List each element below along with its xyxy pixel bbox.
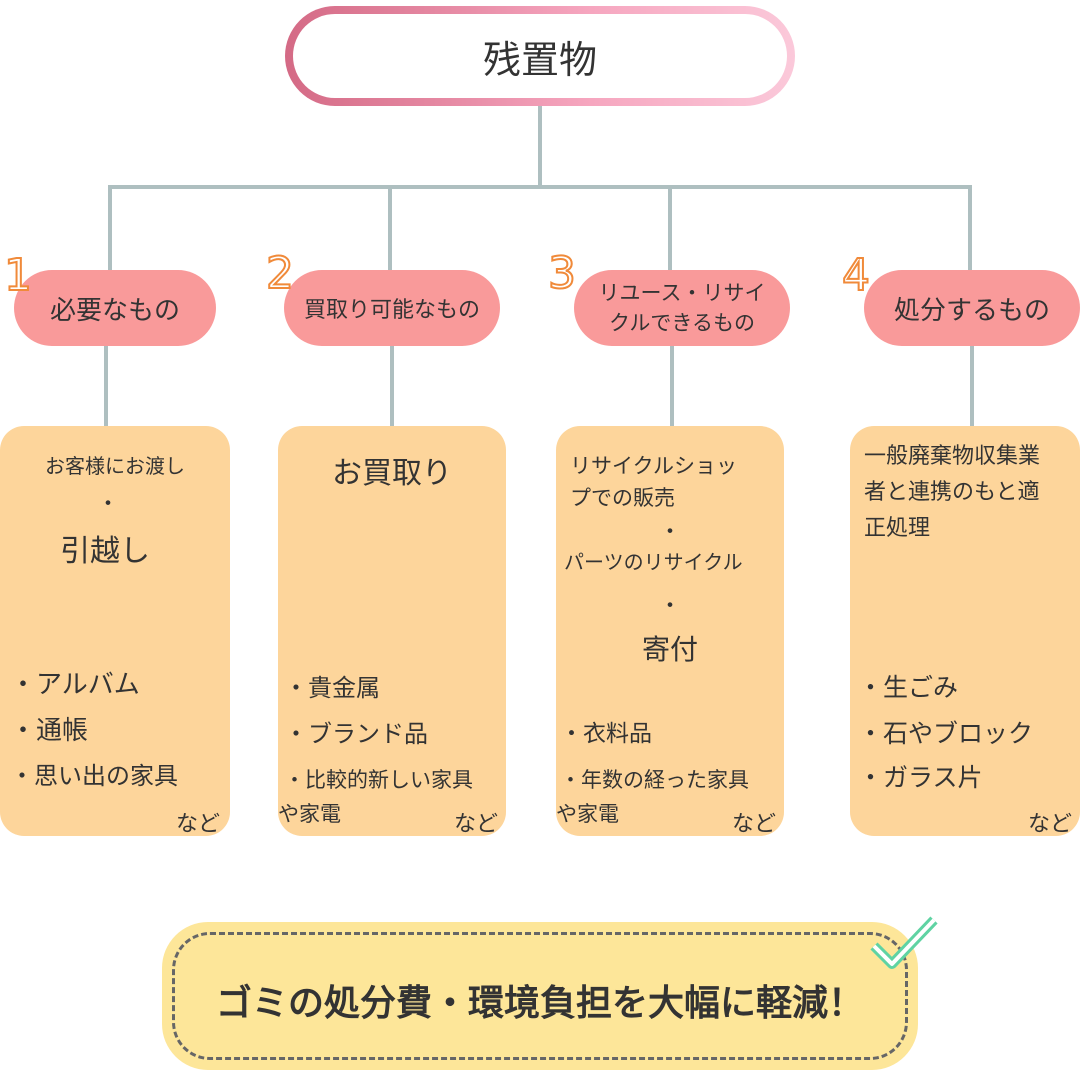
- category-pill-4: 処分するもの: [864, 270, 1080, 346]
- card-3-etc: など: [732, 812, 777, 837]
- category-label-3a: リユース・リサイ: [598, 281, 766, 305]
- card-3: リサイクルショッ プでの販売 ・ パーツのリサイクル ・ 寄付 ・衣料品 ・年数…: [556, 426, 784, 837]
- category-pill-3: リユース・リサイ クルできるもの: [574, 270, 790, 346]
- card-2-item-2: ・ブランド品: [284, 720, 428, 748]
- connector-down-3: [670, 345, 674, 427]
- card-3-line-2: プでの販売: [570, 486, 675, 510]
- summary-banner: ゴミの処分費・環境負担を大幅に軽減！: [162, 922, 918, 1070]
- card-1-line-3: 引越し: [60, 534, 150, 569]
- card-2-item-4: や家電: [278, 802, 341, 826]
- banner-dashed-border: [172, 932, 908, 1060]
- category-label-1: 必要なもの: [49, 295, 180, 326]
- category-number-1: 1: [3, 250, 33, 301]
- card-3-item-2: ・年数の経った家具: [560, 768, 749, 792]
- connector-branch-1: [108, 185, 112, 270]
- connector-horizontal: [108, 185, 972, 189]
- connector-down-4: [970, 345, 974, 427]
- card-2-line-1: お買取り: [332, 456, 452, 491]
- card-1-item-3: ・思い出の家具: [10, 762, 178, 790]
- connector-down-2: [390, 345, 394, 427]
- card-1-item-1: ・アルバム: [10, 670, 140, 700]
- card-3-line-6: 寄付: [641, 633, 698, 666]
- card-2-etc: など: [454, 812, 499, 837]
- card-1-item-2: ・通帳: [10, 716, 89, 746]
- card-4-line-2: 者と連携のもと適: [864, 480, 1040, 505]
- card-4-item-2: ・石やブロック: [858, 719, 1034, 748]
- connector-branch-4: [968, 185, 972, 270]
- banner-text: ゴミの処分費・環境負担を大幅に軽減！: [215, 983, 864, 1024]
- card-4-item-3: ・ガラス片: [858, 763, 983, 792]
- card-3-item-1: ・衣料品: [560, 721, 652, 747]
- category-label-2: 買取り可能なもの: [303, 298, 480, 323]
- category-number-4: 4: [841, 250, 871, 301]
- category-number-2: 2: [265, 248, 295, 299]
- card-4-etc: など: [1028, 812, 1073, 837]
- connector-branch-3: [668, 185, 672, 270]
- card-2-item-3: ・比較的新しい家具: [284, 768, 473, 792]
- check-icon: [870, 916, 938, 969]
- card-4: 一般廃棄物収集業 者と連携のもと適 正処理 ・生ごみ ・石やブロック ・ガラス片…: [850, 426, 1080, 837]
- card-4-item-1: ・生ごみ: [858, 673, 959, 702]
- card-3-line-4: パーツのリサイクル: [564, 550, 743, 574]
- title-box: 残置物: [285, 6, 795, 106]
- card-3-line-5: ・: [658, 594, 681, 619]
- connector-down-1: [104, 345, 108, 427]
- card-4-line-3: 正処理: [864, 516, 931, 541]
- category-label-4: 処分するもの: [893, 295, 1050, 326]
- category-pill-1: 必要なもの: [14, 270, 216, 346]
- card-3-line-1: リサイクルショッ: [570, 454, 737, 478]
- category-label-3b: クルできるもの: [609, 311, 755, 335]
- card-1: お客様にお渡し ・ 引越し ・アルバム ・通帳 ・思い出の家具 など: [0, 426, 230, 837]
- card-1-line-1: お客様にお渡し: [45, 454, 185, 478]
- card-3-line-3: ・: [658, 520, 681, 545]
- connector-branch-2: [388, 185, 392, 270]
- card-1-line-2: ・: [96, 492, 119, 517]
- category-number-3: 3: [547, 248, 577, 299]
- category-pill-2: 買取り可能なもの: [284, 270, 500, 346]
- diagram-title: 残置物: [293, 14, 787, 98]
- card-4-line-1: 一般廃棄物収集業: [864, 444, 1041, 469]
- connector-trunk: [538, 106, 542, 188]
- card-3-item-3: や家電: [556, 802, 619, 826]
- card-1-etc: など: [176, 812, 221, 837]
- card-2-item-1: ・貴金属: [284, 674, 380, 702]
- card-2: お買取り ・貴金属 ・ブランド品 ・比較的新しい家具 や家電 など: [278, 426, 506, 837]
